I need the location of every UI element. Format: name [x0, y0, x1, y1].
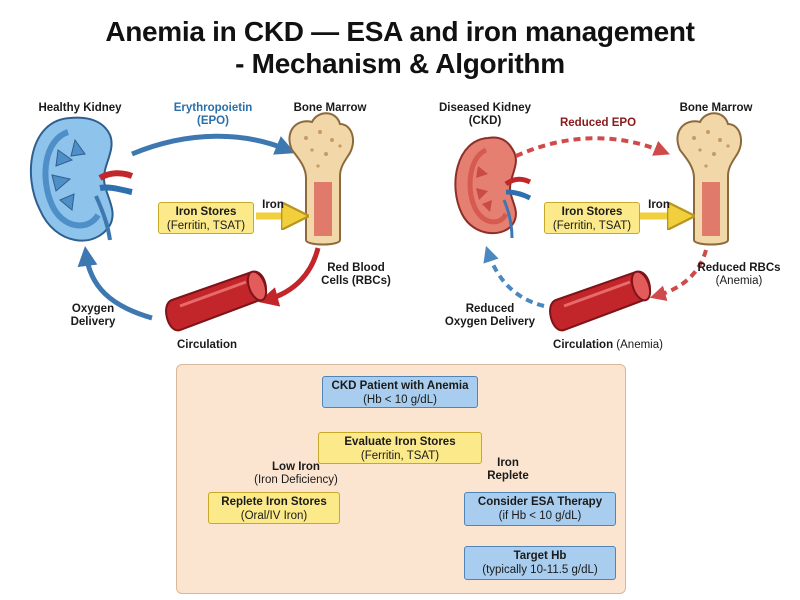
ckd-patient-criteria: (Hb < 10 g/dL): [363, 393, 437, 406]
iron-label: Iron: [262, 199, 284, 211]
diseased-kidney-icon: [454, 136, 532, 239]
iron-stores-subtitle: (Ferritin, TSAT): [166, 219, 246, 232]
reduced-epo-label: Reduced EPO: [559, 117, 637, 129]
evaluate-iron-title: Evaluate Iron Stores: [344, 436, 456, 448]
iron-stores-title-right: Iron Stores: [561, 206, 623, 218]
iron-stores-box: Iron Stores (Ferritin, TSAT): [158, 202, 254, 234]
evaluate-iron-subtitle: (Ferritin, TSAT): [360, 449, 440, 462]
bone-marrow-label-right: Bone Marrow: [679, 102, 753, 114]
circulation-label: Circulation: [176, 339, 238, 351]
bone-marrow-label: Bone Marrow: [293, 102, 367, 114]
reduced-rbc-arrow: [649, 249, 708, 302]
consider-esa-box: Consider ESA Therapy (if Hb < 10 g/dL): [464, 492, 616, 526]
page-title: Anemia in CKD — ESA and iron management: [105, 16, 695, 47]
diseased-kidney-label: Diseased Kidney: [438, 102, 532, 114]
epo-label: Erythropoietin: [173, 102, 253, 114]
reduced-rbc-label: Reduced RBCs: [697, 262, 781, 274]
target-hb-box: Target Hb (typically 10-11.5 g/dL): [464, 546, 616, 580]
diseased-kidney-abbrev: (CKD): [468, 115, 502, 127]
epo-label-abbrev: (EPO): [197, 115, 229, 127]
oxygen-delivery-arrow: [77, 246, 153, 321]
circulation-label-right: Circulation (Anemia): [528, 339, 688, 352]
reduced-oxygen-label-line2: Oxygen Delivery: [444, 316, 536, 328]
iron-deficiency-label: (Iron Deficiency): [254, 474, 338, 486]
reduced-rbc-anemia-label: (Anemia): [715, 275, 763, 287]
rbc-label-line1: Red Blood: [327, 262, 385, 274]
epo-arrow: [131, 133, 296, 157]
page-subtitle: - Mechanism & Algorithm: [235, 48, 565, 79]
rbc-label-line2: Cells (RBCs): [321, 275, 391, 287]
blood-vessel-icon: [165, 270, 268, 332]
iron-stores-subtitle-right: (Ferritin, TSAT): [552, 219, 632, 232]
circulation-anemia-text: (Anemia): [616, 339, 663, 351]
bone-marrow-icon-right: [676, 112, 743, 246]
evaluate-iron-box: Evaluate Iron Stores (Ferritin, TSAT): [318, 432, 482, 464]
target-hb-range: (typically 10-11.5 g/dL): [482, 563, 598, 576]
low-iron-label: Low Iron: [272, 461, 320, 473]
healthy-kidney-icon: [29, 116, 134, 242]
circulation-label-right-text: Circulation: [553, 339, 614, 351]
replete-iron-subtitle: (Oral/IV Iron): [240, 509, 308, 522]
iron-replete-label-line1: Iron: [497, 457, 519, 469]
oxygen-label-line1: Oxygen: [71, 303, 115, 315]
ckd-patient-box: CKD Patient with Anemia (Hb < 10 g/dL): [322, 376, 478, 408]
iron-label-right: Iron: [648, 199, 670, 211]
iron-stores-box-right: Iron Stores (Ferritin, TSAT): [544, 202, 640, 234]
reduced-epo-arrow: [515, 136, 670, 158]
consider-esa-criteria: (if Hb < 10 g/dL): [498, 509, 582, 522]
rbc-arrow: [258, 247, 321, 307]
replete-iron-title: Replete Iron Stores: [221, 496, 327, 508]
replete-iron-box: Replete Iron Stores (Oral/IV Iron): [208, 492, 340, 524]
target-hb-title: Target Hb: [513, 550, 567, 562]
reduced-oxygen-label-line1: Reduced: [465, 303, 515, 315]
healthy-kidney-label: Healthy Kidney: [38, 102, 122, 114]
bone-marrow-icon: [288, 112, 355, 246]
iron-stores-title: Iron Stores: [175, 206, 237, 218]
ckd-patient-title: CKD Patient with Anemia: [331, 380, 469, 392]
reduced-oxygen-arrow: [483, 245, 545, 308]
oxygen-label-line2: Delivery: [70, 316, 116, 328]
blood-vessel-icon-right: [549, 270, 652, 332]
consider-esa-title: Consider ESA Therapy: [477, 496, 603, 508]
iron-replete-label-line2: Replete: [487, 470, 529, 482]
